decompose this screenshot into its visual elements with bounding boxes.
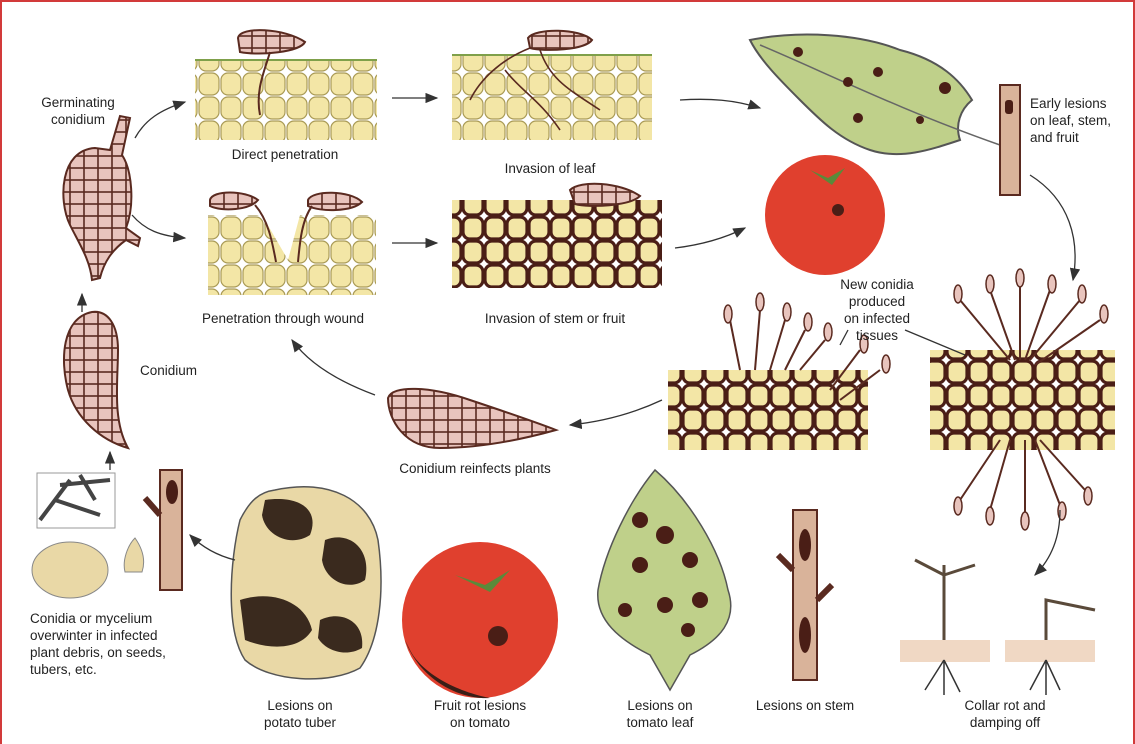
direct-penetration-illustration bbox=[195, 30, 377, 140]
stem-fruit-invasion-illustration bbox=[452, 184, 662, 288]
potato-tuber-icon bbox=[231, 487, 381, 679]
seed-tuber-icon bbox=[32, 538, 144, 598]
infected-leaf-illustration bbox=[750, 35, 1000, 155]
label-potato-tuber: Lesions on potato tuber bbox=[240, 697, 360, 731]
tomato-icon bbox=[765, 155, 885, 275]
germinating-conidium-icon bbox=[63, 116, 140, 280]
label-fruit-rot: Fruit rot lesions on tomato bbox=[400, 697, 560, 731]
label-early-lesions: Early lesions on leaf, stem, and fruit bbox=[1030, 95, 1130, 146]
label-invasion-stem-fruit: Invasion of stem or fruit bbox=[450, 310, 660, 327]
lesion-stem-icon bbox=[778, 510, 832, 680]
label-penetration-through-wound: Penetration through wound bbox=[168, 310, 398, 327]
reinfecting-conidium-icon bbox=[388, 389, 556, 448]
label-germinating-conidium: Germinating conidium bbox=[28, 94, 128, 128]
leaf-invasion-illustration bbox=[452, 31, 652, 140]
label-new-conidia: New conidia produced on infected tissues bbox=[822, 276, 932, 344]
collar-rot-seedlings-icon bbox=[900, 560, 1095, 695]
label-conidium: Conidium bbox=[140, 362, 240, 379]
fruit-rot-tomato-icon bbox=[402, 542, 558, 698]
label-collar-rot: Collar rot and damping off bbox=[940, 697, 1070, 731]
label-lesions-on-stem: Lesions on stem bbox=[735, 697, 875, 714]
stem-segment-icon bbox=[1000, 85, 1020, 195]
label-tomato-leaf: Lesions on tomato leaf bbox=[600, 697, 720, 731]
tomato-leaf-icon bbox=[598, 470, 731, 690]
label-conidium-reinfects: Conidium reinfects plants bbox=[350, 460, 600, 477]
label-overwinter: Conidia or mycelium overwinter in infect… bbox=[30, 610, 230, 678]
label-direct-penetration: Direct penetration bbox=[195, 146, 375, 163]
sporulating-tissue-right bbox=[930, 269, 1115, 530]
label-invasion-of-leaf: Invasion of leaf bbox=[460, 160, 640, 177]
wound-penetration-illustration bbox=[208, 193, 376, 296]
conidium-icon bbox=[64, 312, 128, 448]
debris-stem-icon bbox=[145, 470, 182, 590]
mycelium-inset-icon bbox=[37, 473, 115, 528]
